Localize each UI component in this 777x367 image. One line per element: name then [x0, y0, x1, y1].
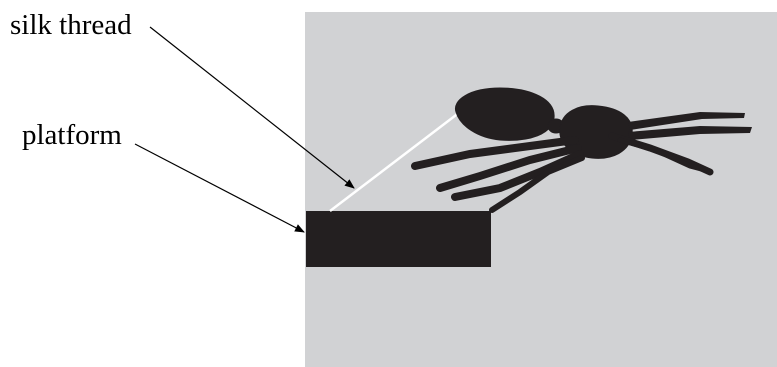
silk-thread-label: silk thread: [10, 9, 132, 41]
platform-leader: [135, 144, 304, 232]
platform-block: [306, 211, 491, 267]
platform-label: platform: [22, 119, 122, 151]
background-panel: [305, 12, 777, 367]
